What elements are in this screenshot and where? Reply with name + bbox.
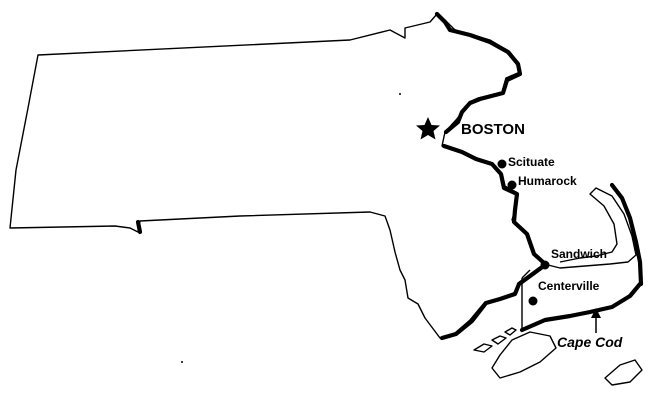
cape-cod-label: Cape Cod	[557, 334, 623, 350]
sandwich-marker	[540, 260, 550, 270]
map-speck	[181, 361, 183, 363]
sandwich-label: Sandwich	[551, 247, 607, 261]
scituate-label: Scituate	[508, 155, 555, 169]
cape-outer-coastline	[609, 182, 644, 287]
map-speck	[399, 93, 401, 95]
centerville-marker	[528, 296, 538, 306]
marthas-vineyard	[491, 331, 557, 379]
south-shore-coastline	[441, 143, 547, 266]
cape-cod-lower	[521, 269, 531, 330]
scituate-marker	[497, 159, 507, 169]
boston-label: BOSTON	[461, 121, 525, 138]
nantucket	[604, 359, 643, 386]
humarock-label: Humarock	[518, 174, 577, 188]
cape-south-coastline	[519, 281, 643, 333]
buzzards-bay-coastline	[439, 262, 548, 341]
western-border-notch	[135, 219, 143, 235]
capital-star-icon	[416, 117, 440, 140]
humarock-marker	[507, 180, 517, 190]
centerville-label: Centerville	[538, 279, 600, 293]
state-outline	[9, 13, 546, 339]
cape-cod-outline	[543, 187, 637, 269]
elizabeth-islands	[473, 327, 517, 353]
north-shore-coastline	[434, 11, 523, 135]
cape-cod-arrow-icon	[591, 308, 601, 318]
